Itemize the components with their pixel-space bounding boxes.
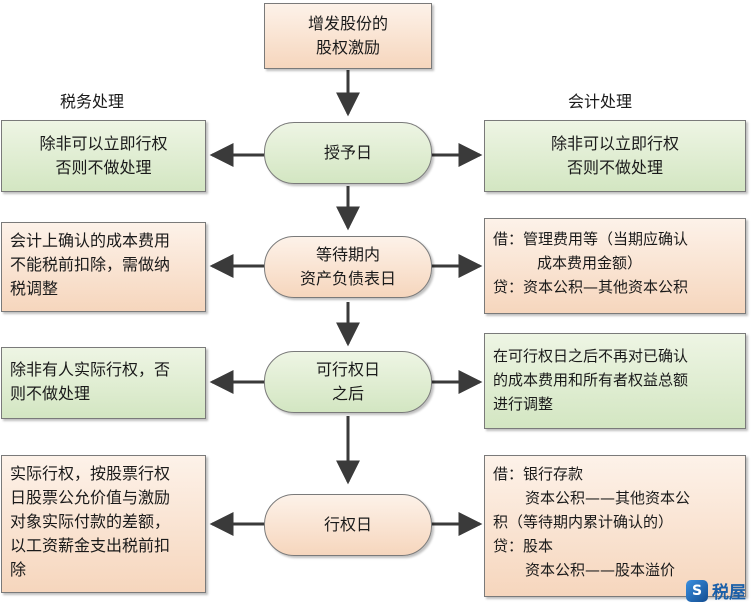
node-vest-line1: 可行权日 [315, 360, 380, 379]
tax-exercise-line2: 日股票公允价值与激励 [10, 488, 171, 507]
acct-vest-line3: 进行调整 [493, 395, 554, 413]
header-accounting: 会计处理 [568, 92, 633, 111]
tax-exercise-line3: 对象实际付款的差额， [10, 512, 171, 531]
acct-grant-line2: 否则不做处理 [566, 158, 663, 177]
acct-exercise-line5: 资本公积——股本溢价 [525, 561, 676, 579]
node-grant-label: 授予日 [323, 143, 372, 162]
tax-vest-box: 除非有人实际行权，否 则不做处理 [1, 347, 206, 419]
tax-grant-box: 除非可以立即行权 否则不做处理 [1, 120, 206, 192]
acct-waiting-line1: 借：管理费用等（当期应确认 [493, 230, 689, 248]
tax-waiting-line1: 会计上确认的成本费用 [10, 231, 171, 250]
acct-exercise-line1: 借：银行存款 [493, 465, 584, 483]
acct-grant-box: 除非可以立即行权 否则不做处理 [484, 120, 746, 192]
node-exercise-date: 行权日 [264, 494, 432, 556]
node-vesting-date: 可行权日 之后 [264, 351, 432, 413]
tax-waiting-line2: 不能税前扣除，需做纳 [10, 255, 171, 274]
tax-vest-line1: 除非有人实际行权，否 [10, 360, 171, 379]
tax-grant-line1: 除非可以立即行权 [39, 134, 168, 153]
watermark-logo: S 税屋 [686, 578, 746, 603]
acct-exercise-box: 借：银行存款 资本公积——其他资本公 积（等待期内累计确认的） 贷：股本 资本公… [484, 455, 746, 597]
tax-exercise-line4: 以工资薪金支出税前扣 [10, 536, 171, 555]
acct-vest-line1: 在可行权日之后不再对已确认 [493, 347, 689, 365]
node-waiting-line1: 等待期内 [315, 245, 380, 264]
tax-exercise-line1: 实际行权，按股票行权 [10, 464, 171, 483]
tax-waiting-line3: 税调整 [10, 279, 59, 298]
node-exercise-label: 行权日 [323, 515, 372, 534]
tax-vest-line2: 则不做处理 [10, 384, 91, 403]
top-box-line1: 增发股份的 [307, 14, 388, 33]
tax-waiting-box: 会计上确认的成本费用 不能税前扣除，需做纳 税调整 [1, 222, 206, 312]
tax-grant-line2: 否则不做处理 [55, 158, 152, 177]
acct-waiting-line2: 成本费用金额） [537, 254, 643, 272]
node-waiting-period: 等待期内 资产负债表日 [264, 236, 432, 298]
acct-exercise-line3: 积（等待期内累计确认的） [493, 513, 674, 531]
tax-exercise-box: 实际行权，按股票行权 日股票公允价值与激励 对象实际付款的差额， 以工资薪金支出… [1, 455, 206, 593]
acct-vest-box: 在可行权日之后不再对已确认 的成本费用和所有者权益总额 进行调整 [484, 333, 746, 429]
watermark-icon: S [686, 579, 708, 602]
node-grant-date: 授予日 [264, 122, 432, 184]
acct-exercise-line4: 贷：股本 [493, 537, 554, 555]
watermark-text: 税屋 [712, 583, 746, 603]
acct-waiting-line3: 贷：资本公积—其他资本公积 [493, 278, 689, 296]
top-box-line2: 股权激励 [315, 38, 380, 57]
tax-exercise-line5: 除 [10, 560, 27, 579]
top-box-equity-incentive: 增发股份的 股权激励 [264, 3, 432, 69]
header-tax: 税务处理 [60, 92, 125, 111]
acct-exercise-line2: 资本公积——其他资本公 [525, 489, 691, 507]
acct-grant-line1: 除非可以立即行权 [550, 134, 679, 153]
acct-waiting-box: 借：管理费用等（当期应确认 成本费用金额） 贷：资本公积—其他资本公积 [484, 218, 746, 314]
acct-vest-line2: 的成本费用和所有者权益总额 [493, 371, 689, 389]
node-vest-line2: 之后 [331, 384, 364, 403]
node-waiting-line2: 资产负债表日 [299, 269, 396, 288]
